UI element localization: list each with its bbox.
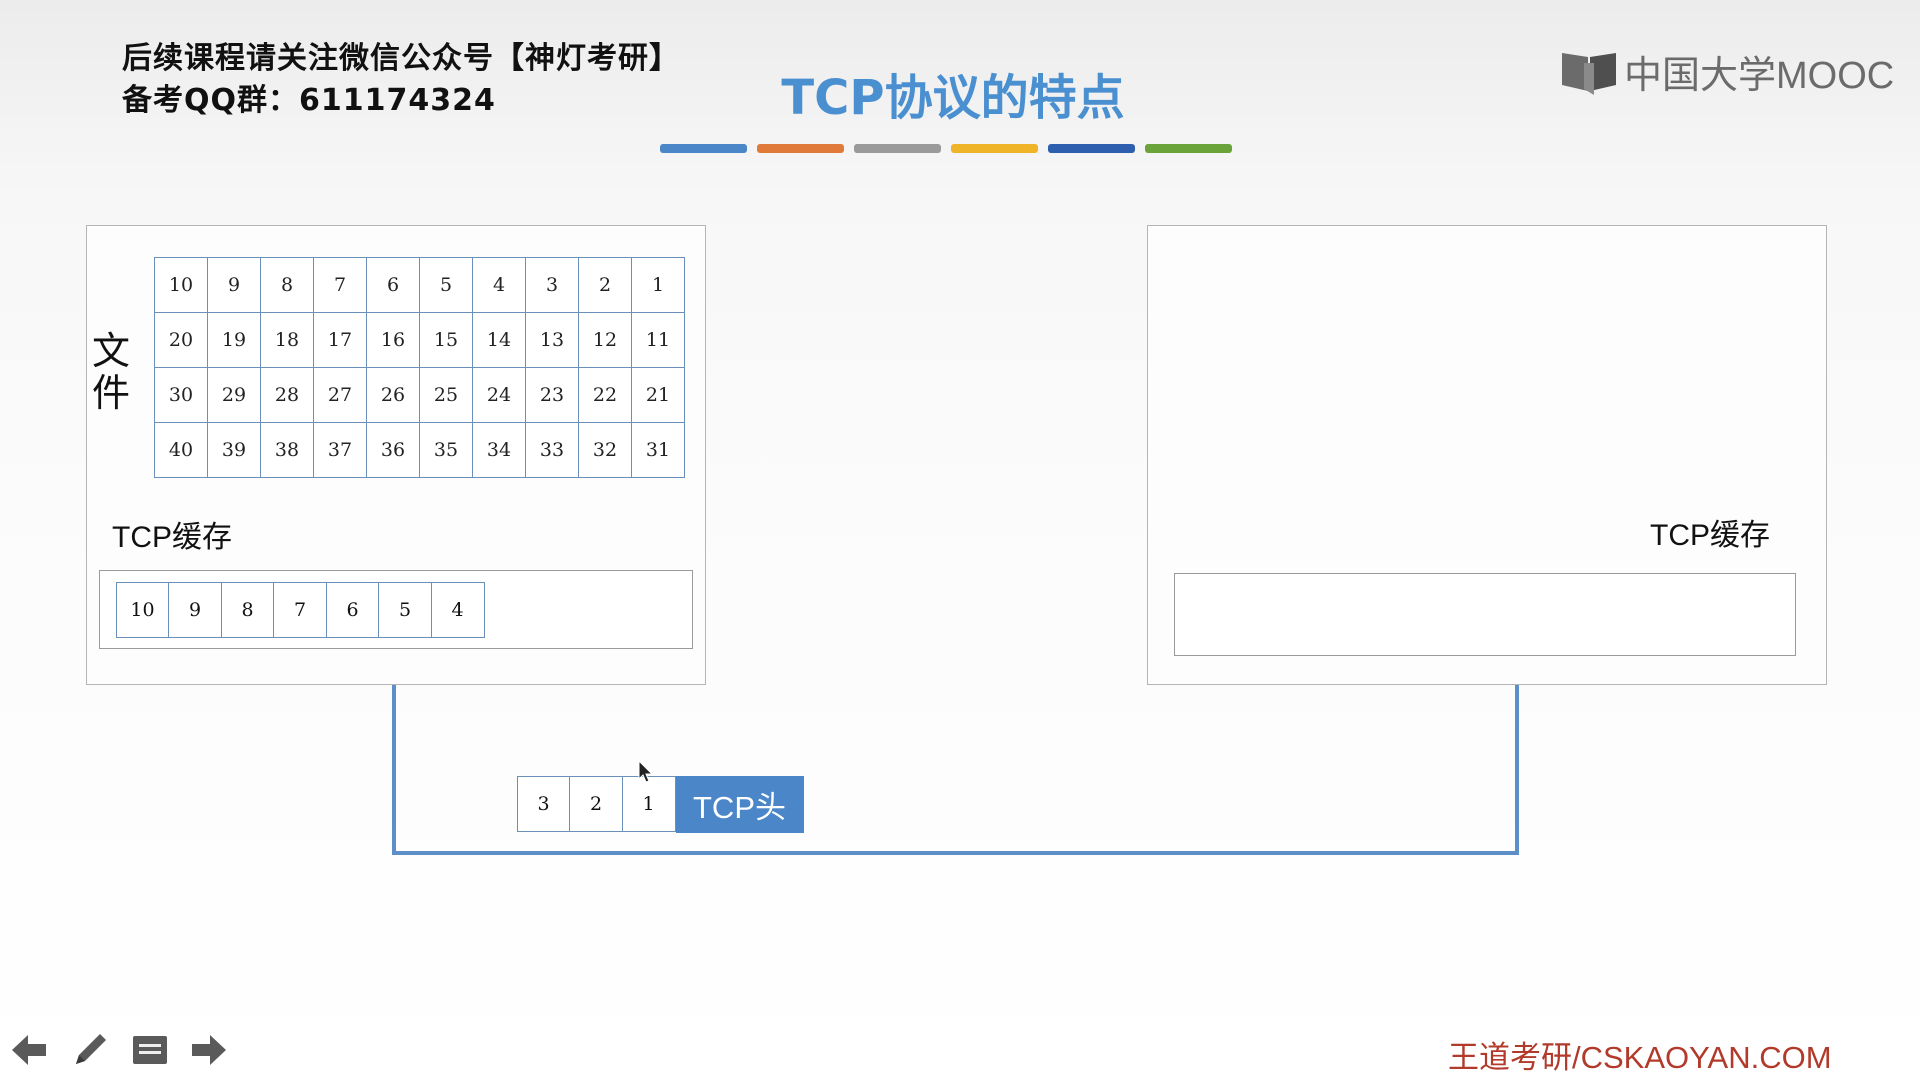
file-byte-cell: 24 [472, 367, 526, 423]
menu-icon [133, 1036, 167, 1064]
tcp-header-block: TCP头 [675, 776, 804, 833]
file-byte-cell: 37 [313, 422, 367, 478]
file-byte-cell: 40 [154, 422, 208, 478]
buffer-byte-cell: 4 [430, 582, 485, 638]
color-bar-segment [1145, 144, 1232, 153]
mooc-logo-icon [1562, 52, 1616, 95]
color-bar-segment [660, 144, 747, 153]
mouse-cursor-icon [638, 760, 654, 783]
color-bar-segment [951, 144, 1038, 153]
connection-line-right [1515, 685, 1519, 855]
logo-text: 中国大学MOOC [1624, 55, 1895, 97]
file-byte-cell: 2 [578, 257, 632, 313]
pen-icon [76, 1034, 106, 1064]
segment-byte-cell: 1 [621, 776, 676, 832]
file-byte-cell: 5 [419, 257, 473, 313]
file-byte-cell: 18 [260, 312, 314, 368]
file-byte-cell: 8 [260, 257, 314, 313]
slide-title: TCP协议的特点 [781, 70, 1125, 126]
receiver-tcp-buffer [1174, 573, 1796, 656]
file-byte-cell: 28 [260, 367, 314, 423]
connection-line-bottom [392, 851, 1519, 855]
file-byte-cell: 23 [525, 367, 579, 423]
slide-menu-button[interactable] [132, 1035, 168, 1069]
file-byte-cell: 17 [313, 312, 367, 368]
color-bar-segment [757, 144, 844, 153]
arrow-right-icon [192, 1035, 226, 1065]
file-label: 文件 [92, 329, 131, 415]
buffer-byte-cell: 8 [220, 582, 275, 638]
file-byte-cell: 27 [313, 367, 367, 423]
buffer-byte-cell: 7 [273, 582, 327, 638]
notice-line-2: 备考QQ群：611174324 [122, 83, 496, 118]
pen-tool-button[interactable] [70, 1030, 110, 1074]
file-byte-cell: 33 [525, 422, 579, 478]
prev-slide-button[interactable] [10, 1033, 48, 1071]
connection-line-left [392, 685, 396, 855]
buffer-byte-cell: 10 [115, 582, 170, 638]
file-byte-cell: 30 [154, 367, 208, 423]
file-byte-cell: 39 [207, 422, 261, 478]
file-byte-cell: 6 [366, 257, 420, 313]
file-byte-cell: 34 [472, 422, 526, 478]
file-byte-cell: 3 [525, 257, 579, 313]
file-byte-cell: 35 [419, 422, 473, 478]
file-byte-cell: 13 [525, 312, 579, 368]
file-byte-cell: 36 [366, 422, 420, 478]
file-byte-cell: 22 [578, 367, 632, 423]
wechat-notice: 后续课程请关注微信公众号【神灯考研】 备考QQ群：611174324 [122, 38, 680, 122]
file-byte-cell: 29 [207, 367, 261, 423]
file-byte-cell: 14 [472, 312, 526, 368]
file-byte-cell: 12 [578, 312, 632, 368]
arrow-left-icon [12, 1035, 46, 1065]
footer-brand: 王道考研/CSKAOYAN.COM [1448, 1040, 1832, 1075]
file-byte-cell: 31 [631, 422, 685, 478]
title-color-bar [660, 144, 1232, 153]
next-slide-button[interactable] [190, 1033, 228, 1071]
file-byte-cell: 26 [366, 367, 420, 423]
file-byte-cell: 16 [366, 312, 420, 368]
file-byte-cell: 11 [631, 312, 685, 368]
file-byte-cell: 10 [154, 257, 208, 313]
color-bar-segment [854, 144, 941, 153]
file-byte-cell: 4 [472, 257, 526, 313]
buffer-byte-cell: 5 [378, 582, 432, 638]
receiver-cache-label: TCP缓存 [1650, 519, 1770, 552]
file-byte-cell: 15 [419, 312, 473, 368]
file-byte-cell: 25 [419, 367, 473, 423]
notice-line-1: 后续课程请关注微信公众号【神灯考研】 [122, 41, 680, 76]
file-byte-cell: 32 [578, 422, 632, 478]
slide-navigation [10, 1030, 228, 1074]
buffer-byte-cell: 9 [168, 582, 222, 638]
segment-byte-cell: 3 [516, 776, 571, 832]
file-byte-cell: 19 [207, 312, 261, 368]
file-byte-cell: 9 [207, 257, 261, 313]
sender-cache-label: TCP缓存 [112, 521, 232, 554]
file-byte-cell: 21 [631, 367, 685, 423]
file-byte-cell: 38 [260, 422, 314, 478]
color-bar-segment [1048, 144, 1135, 153]
file-byte-cell: 20 [154, 312, 208, 368]
file-byte-cell: 1 [631, 257, 685, 313]
file-byte-cell: 7 [313, 257, 367, 313]
segment-byte-cell: 2 [569, 776, 623, 832]
mooc-logo: 中国大学MOOC [1560, 44, 1894, 99]
buffer-byte-cell: 6 [325, 582, 380, 638]
